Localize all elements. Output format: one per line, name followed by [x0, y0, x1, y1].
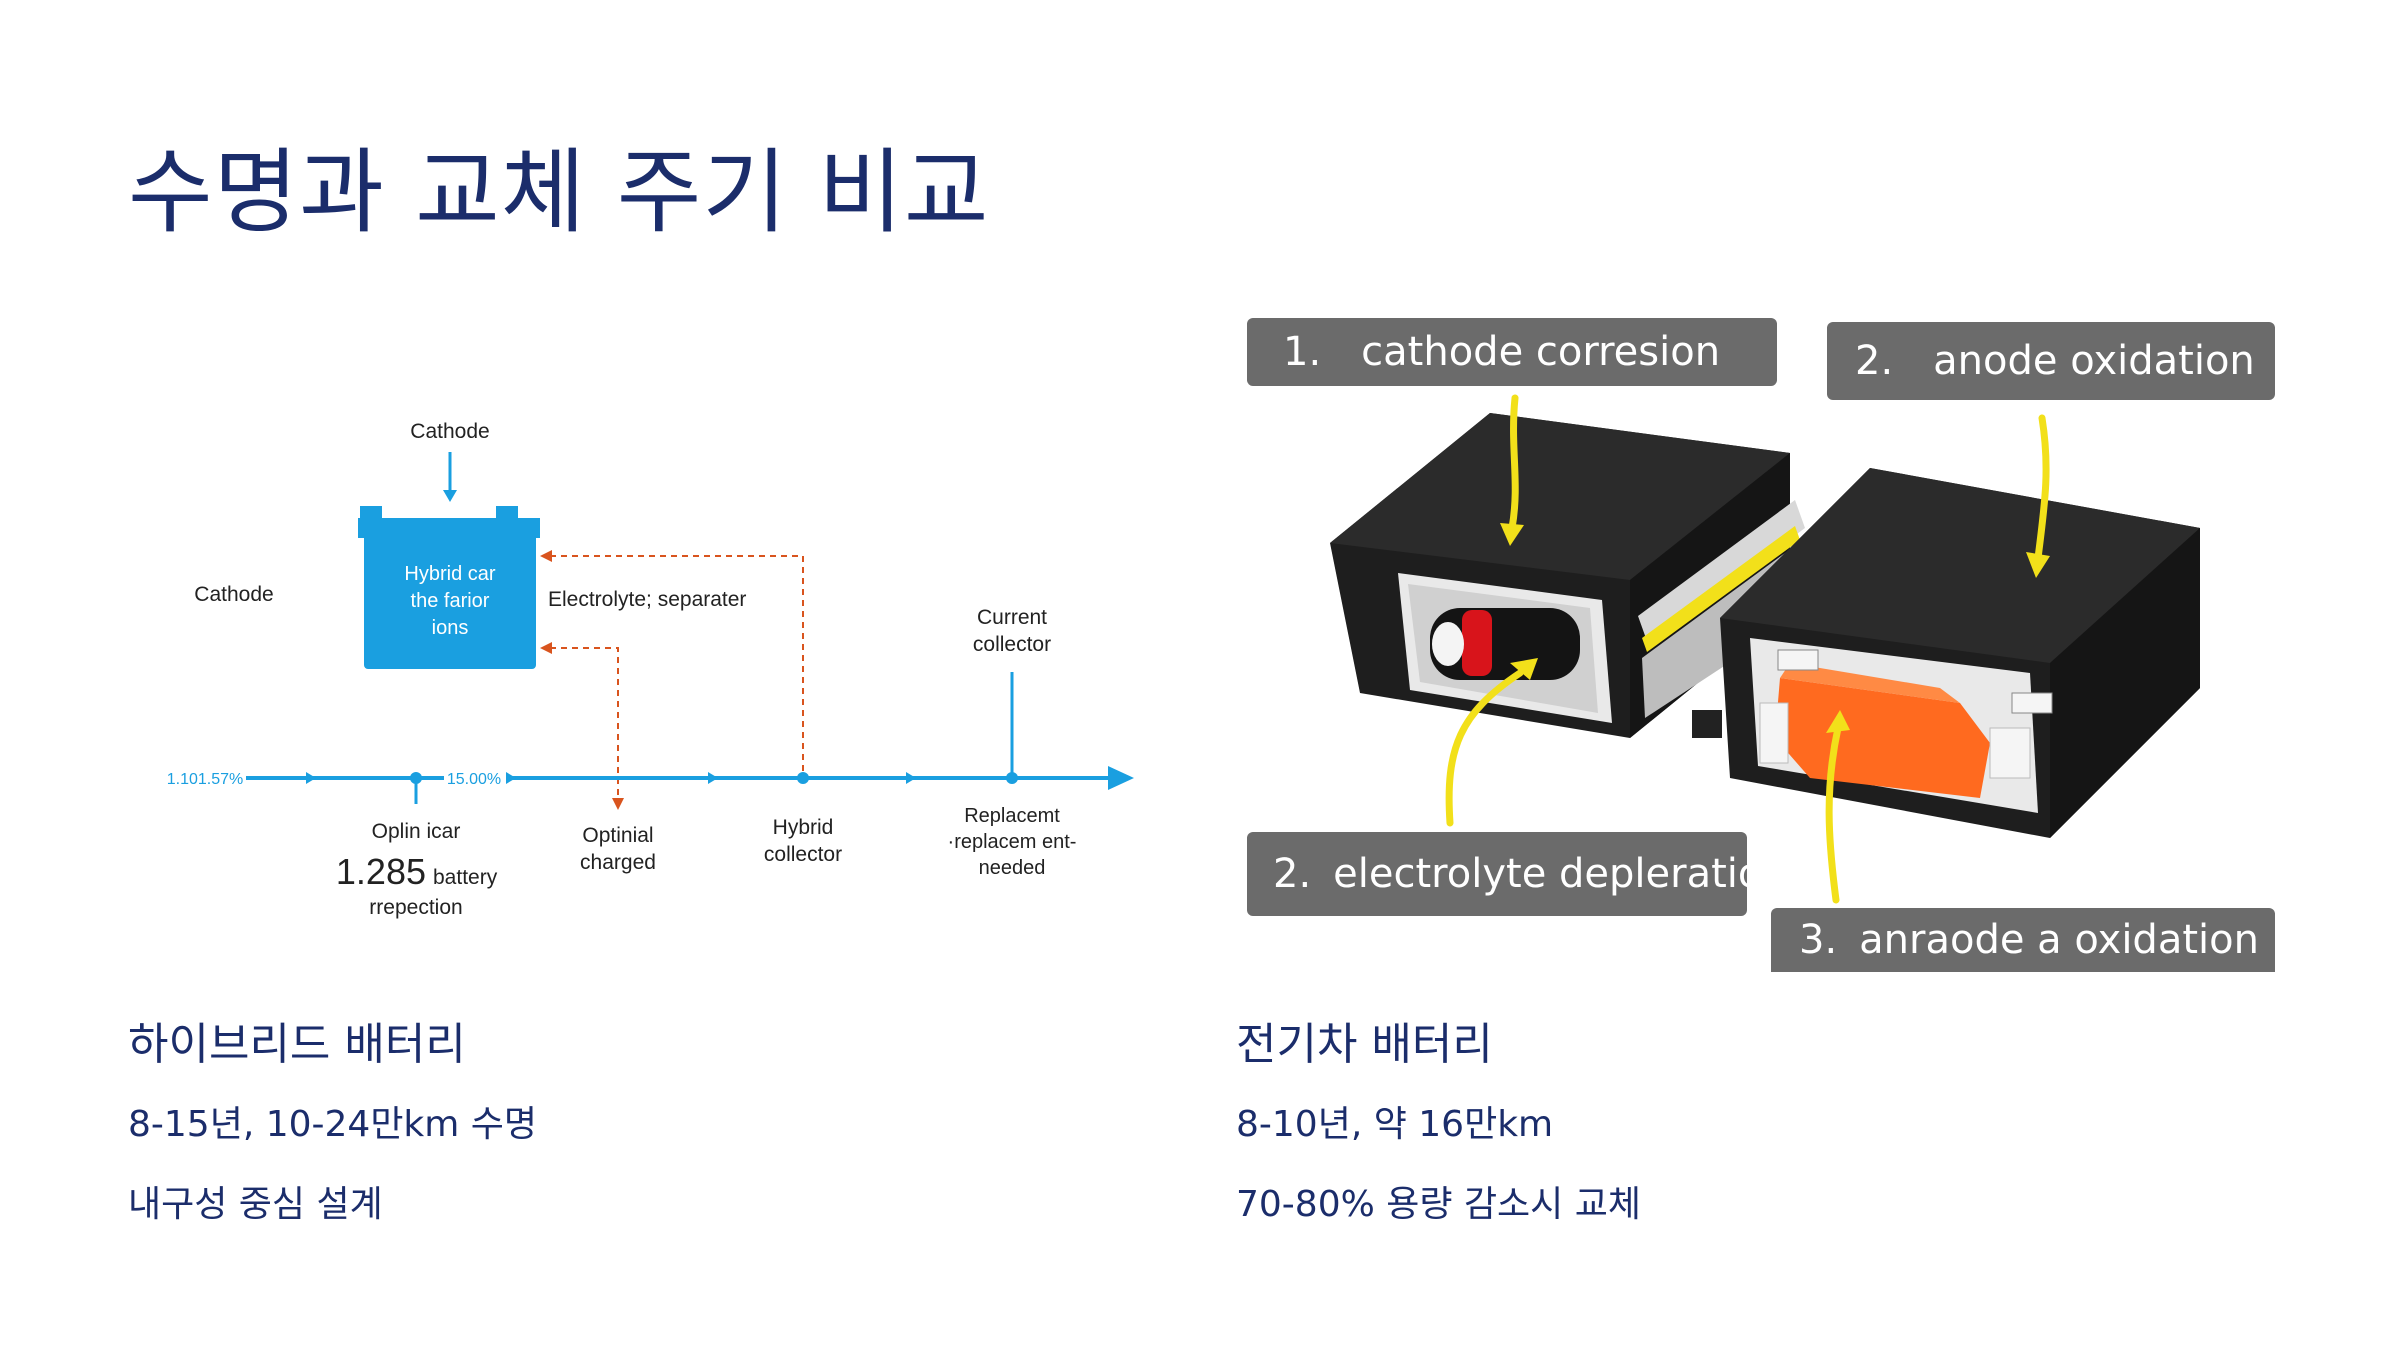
axis-mid-label: 15.00%	[447, 771, 501, 788]
stop2-line-2: charged	[580, 851, 656, 874]
dashed-arrow-head-3	[612, 798, 624, 810]
stop1-value-suffix: battery	[433, 866, 498, 889]
connector-piece	[1692, 710, 1722, 738]
current-collector-line-2: collector	[973, 633, 1051, 656]
tag-number: 1.	[1283, 329, 1322, 375]
electrolyte-label: Electrolyte; separater	[548, 588, 746, 611]
hybrid-battery-heading: 하이브리드 배터리	[128, 1019, 466, 1070]
stop1-top-label: Oplin icar	[372, 820, 461, 843]
dashed-connectors	[550, 555, 804, 800]
battery-line-1: Hybrid car	[404, 563, 495, 585]
tag-number: 2.	[1273, 851, 1312, 897]
cathode-top-label: Cathode	[410, 420, 489, 443]
tag-cathode-corrosion: 1. cathode corresion	[1247, 318, 1777, 386]
stop4-line-3: needed	[979, 857, 1046, 879]
stop3-line-1: Hybrid	[773, 816, 834, 839]
tag-text: anraode a oxidation	[1859, 917, 2259, 963]
timeline-arrow-head	[1108, 766, 1134, 790]
ev-battery-lifespan: 8-10년, 약 16만km	[1236, 1104, 1554, 1145]
battery-icon	[358, 506, 540, 669]
tag-anraode-oxidation: 3. anraode a oxidation	[1771, 908, 2275, 972]
battery-cells-drawing	[1330, 394, 2200, 904]
tag-text: cathode corresion	[1361, 329, 1721, 375]
stop4-line-1: Replacemt	[964, 805, 1060, 827]
axis-tick-arrows	[306, 772, 916, 784]
cathode-left-label: Cathode	[194, 583, 273, 606]
ev-battery-heading: 전기차 배터리	[1236, 1019, 1493, 1070]
dashed-arrow-head-1	[540, 550, 552, 562]
cathode-arrow-head	[443, 490, 457, 502]
tag-anode-oxidation: 2. anode oxidation	[1827, 322, 2275, 400]
slide-title: 수명과 교체 주기 비교	[128, 139, 990, 246]
stop1-bottom-label: rrepection	[369, 896, 462, 919]
anode-cell-block	[1720, 468, 2200, 838]
battery-cells-illustration: 1. cathode corresion 2. anode oxidation …	[1230, 318, 2275, 972]
axis-node-3	[1006, 772, 1018, 784]
axis-node-2	[797, 772, 809, 784]
stop2-line-1: Optinial	[582, 824, 653, 847]
battery-line-3: ions	[432, 617, 469, 639]
stop1-value: 1.285	[336, 851, 426, 892]
tag-electrolyte-depletion: 2. electrolyte depleration	[1247, 832, 1788, 916]
tag-number: 2.	[1855, 338, 1894, 384]
tag-text: electrolyte depleration	[1333, 851, 1788, 897]
battery-line-2: the farior	[411, 590, 490, 612]
hybrid-battery-lifespan: 8-15년, 10-24만km 수명	[128, 1104, 538, 1145]
hybrid-battery-design: 내구성 중심 설계	[128, 1184, 383, 1225]
battery-timeline-diagram: Cathode Hybrid car the farior ions Catho…	[166, 420, 1134, 919]
axis-start-label: 1.101.57%	[167, 771, 244, 788]
tag-text: anode oxidation	[1933, 338, 2255, 384]
stop3-line-2: collector	[764, 843, 842, 866]
stop4-line-2: ·replacem ent-	[948, 831, 1077, 853]
ev-battery-replacement: 70-80% 용량 감소시 교체	[1236, 1184, 1641, 1225]
dashed-arrow-head-2	[540, 642, 552, 654]
axis-mid-label-bg	[444, 766, 506, 790]
current-collector-line-1: Current	[977, 606, 1047, 629]
tag-number: 3.	[1799, 917, 1838, 963]
axis-start-label-bg	[166, 766, 244, 790]
yellow-arrow-heads	[1500, 523, 2050, 733]
yellow-arrows	[1445, 394, 2050, 904]
